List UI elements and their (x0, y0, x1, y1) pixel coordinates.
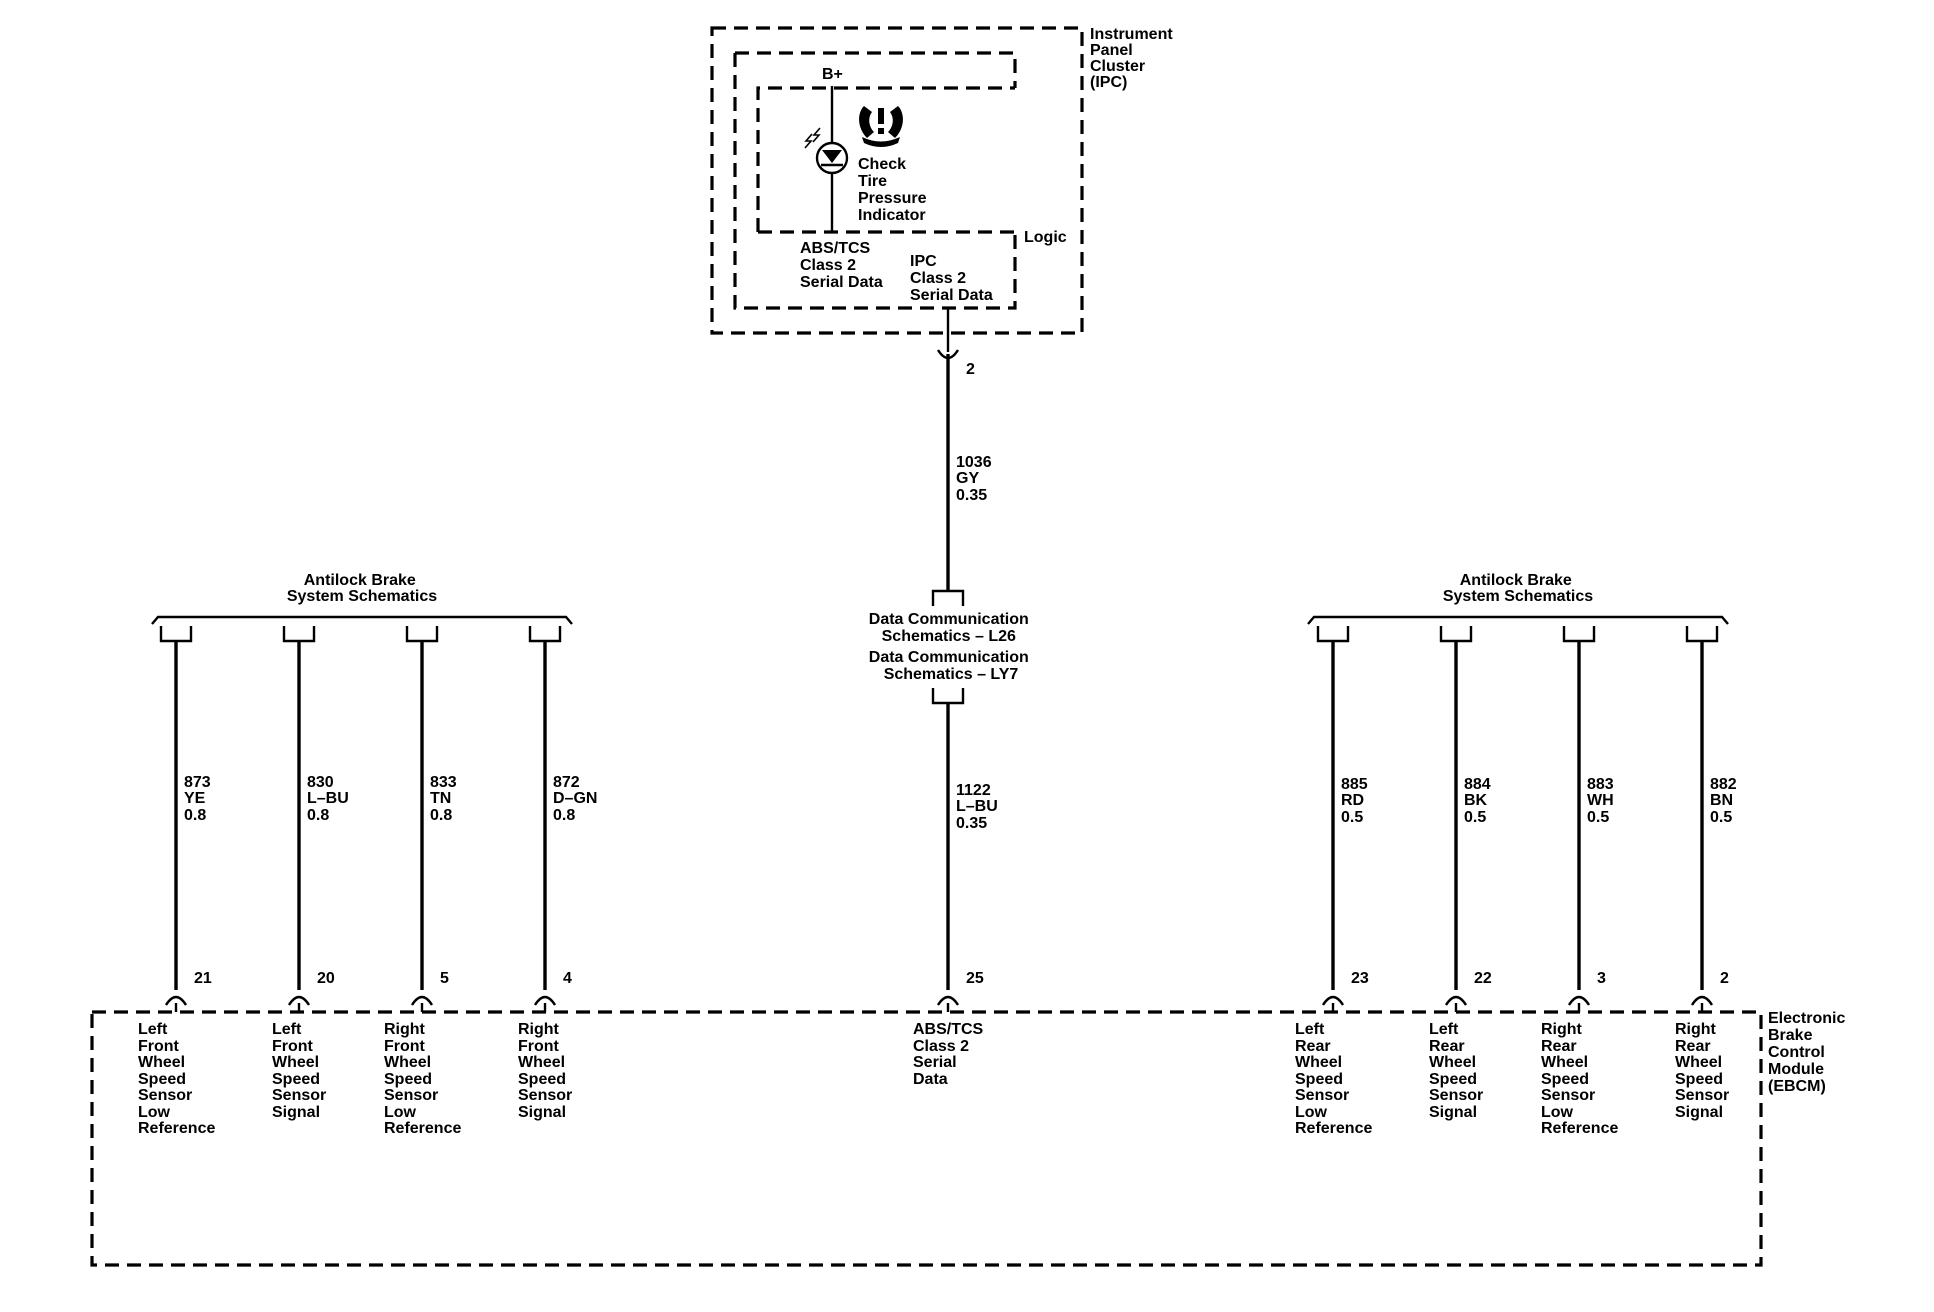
ipc-logic-box (756, 86, 1015, 234)
ebcm-connector-2-icon (1690, 995, 1714, 1006)
wire-833-top-connector-icon (405, 626, 439, 643)
wire-833: 833 TN 0.8 5 (405, 626, 461, 1012)
data-comm-label: Data Communication Schematics – L26 Data… (869, 611, 1033, 683)
ebcm-connector-21-icon (164, 995, 188, 1006)
ipc-data-label: IPC Class 2 Serial Data (910, 253, 993, 304)
ipc-inner-box (733, 51, 1017, 310)
right-abs-brace (1307, 615, 1729, 625)
wire-873: 873 YE 0.8 21 (159, 626, 215, 1012)
wire-883: 883 WH 0.5 3 (1562, 626, 1618, 1012)
ebcm-pin-20-function: Left Front Wheel Speed Sensor Signal (272, 1021, 331, 1121)
ebcm-pin-22-label: 22 (1474, 970, 1492, 987)
ebcm-pin-4-function: Right Front Wheel Speed Sensor Signal (518, 1021, 577, 1121)
wire-872-label: 872 D–GN 0.8 (553, 774, 602, 824)
ipc-pin-label: 2 (966, 361, 975, 378)
ebcm-pin-25-label: 25 (966, 970, 984, 987)
ebcm-pin-21-function: Left Front Wheel Speed Sensor Low Refere… (138, 1021, 215, 1137)
right-abs-group: Antilock Brake System Schematics 885 RD … (1307, 572, 1741, 1012)
ebcm-name: Electronic Brake Control Module (EBCM) (1768, 1010, 1850, 1095)
ebcm-pin-20-label: 20 (317, 970, 335, 987)
ebcm-pin-22-function: Left Rear Wheel Speed Sensor Signal (1429, 1021, 1488, 1121)
ebcm-connector-5-icon (410, 995, 434, 1006)
wire-883-label: 883 WH 0.5 (1587, 776, 1618, 826)
ebcm-pin-21-label: 21 (194, 970, 212, 987)
ebcm-connector-23-icon (1321, 995, 1345, 1006)
wire-830-top-connector-icon (282, 626, 316, 643)
ipc-name: Instrument Panel Cluster (IPC) (1090, 26, 1177, 91)
wire-882-label: 882 BN 0.5 (1710, 776, 1741, 826)
left-abs-brace (151, 615, 573, 625)
ebcm-pin-2-function: Right Rear Wheel Speed Sensor Signal (1675, 1021, 1734, 1121)
ebcm-pin-23-label: 23 (1351, 970, 1369, 987)
center-wire-bottom: 1122 L–BU 0.35 25 (931, 688, 1002, 1012)
wire-872: 872 D–GN 0.8 4 (528, 626, 602, 1012)
wire-873-top-connector-icon (159, 626, 193, 643)
bplus-label: B+ (822, 66, 843, 83)
wire-872-top-connector-icon (528, 626, 562, 643)
wire-1122-label: 1122 L–BU 0.35 (956, 782, 1002, 832)
ebcm-connector-25-icon (936, 995, 960, 1006)
ebcm-connector-4-icon (533, 995, 557, 1006)
ipc-abs-data-label: ABS/TCS Class 2 Serial Data (800, 240, 883, 291)
ebcm-pin-4-label: 4 (563, 970, 572, 987)
indicator-label: Check Tire Pressure Indicator (858, 156, 931, 224)
right-abs-title: Antilock Brake System Schematics (1443, 572, 1593, 605)
center-wire-top: 2 1036 GY 0.35 (931, 308, 996, 606)
wire-885: 885 RD 0.5 23 (1316, 626, 1372, 1012)
data-comm-connector-bottom-icon (931, 688, 965, 705)
ipc-outer-box (710, 26, 1084, 335)
wire-885-top-connector-icon (1316, 626, 1350, 643)
ebcm-pin-25-function: ABS/TCS Class 2 Serial Data (913, 1021, 988, 1088)
wire-1036-label: 1036 GY 0.35 (956, 454, 996, 504)
ebcm-pin-2-label: 2 (1720, 970, 1729, 987)
wire-884-label: 884 BK 0.5 (1464, 776, 1495, 826)
ebcm-pin-23-function: Left Rear Wheel Speed Sensor Low Referen… (1295, 1021, 1372, 1137)
ebcm-pin-3-function: Right Rear Wheel Speed Sensor Low Refere… (1541, 1021, 1618, 1137)
ebcm-pin-5-label: 5 (440, 970, 449, 987)
ebcm-connector-22-icon (1444, 995, 1468, 1006)
wire-885-label: 885 RD 0.5 (1341, 776, 1372, 826)
left-abs-group: Antilock Brake System Schematics 873 YE … (151, 572, 602, 1012)
wire-884: 884 BK 0.5 22 (1439, 626, 1495, 1012)
wire-833-label: 833 TN 0.8 (430, 774, 461, 824)
wire-884-top-connector-icon (1439, 626, 1473, 643)
ebcm-connector-20-icon (287, 995, 311, 1006)
wire-873-label: 873 YE 0.8 (184, 774, 215, 824)
ebcm-pin-3-label: 3 (1597, 970, 1606, 987)
indicator-lamp-icon (804, 127, 849, 175)
ebcm-connector-3-icon (1567, 995, 1591, 1006)
left-abs-title: Antilock Brake System Schematics (287, 572, 437, 605)
wire-883-top-connector-icon (1562, 626, 1596, 643)
ebcm-pin-5-function: Right Front Wheel Speed Sensor Low Refer… (384, 1021, 461, 1137)
ebcm-module: Electronic Brake Control Module (EBCM) L… (90, 1010, 1850, 1267)
wire-882: 882 BN 0.5 2 (1685, 626, 1741, 1012)
wire-830-label: 830 L–BU 0.8 (307, 774, 353, 824)
wire-882-top-connector-icon (1685, 626, 1719, 643)
logic-label: Logic (1024, 229, 1067, 246)
tire-pressure-icon (859, 106, 903, 147)
data-comm-connector-top-icon (931, 589, 965, 606)
ebcm-box (90, 1010, 1763, 1267)
wire-830: 830 L–BU 0.8 20 (282, 626, 353, 1012)
ipc-module: Instrument Panel Cluster (IPC) B+ Logic … (710, 26, 1177, 335)
